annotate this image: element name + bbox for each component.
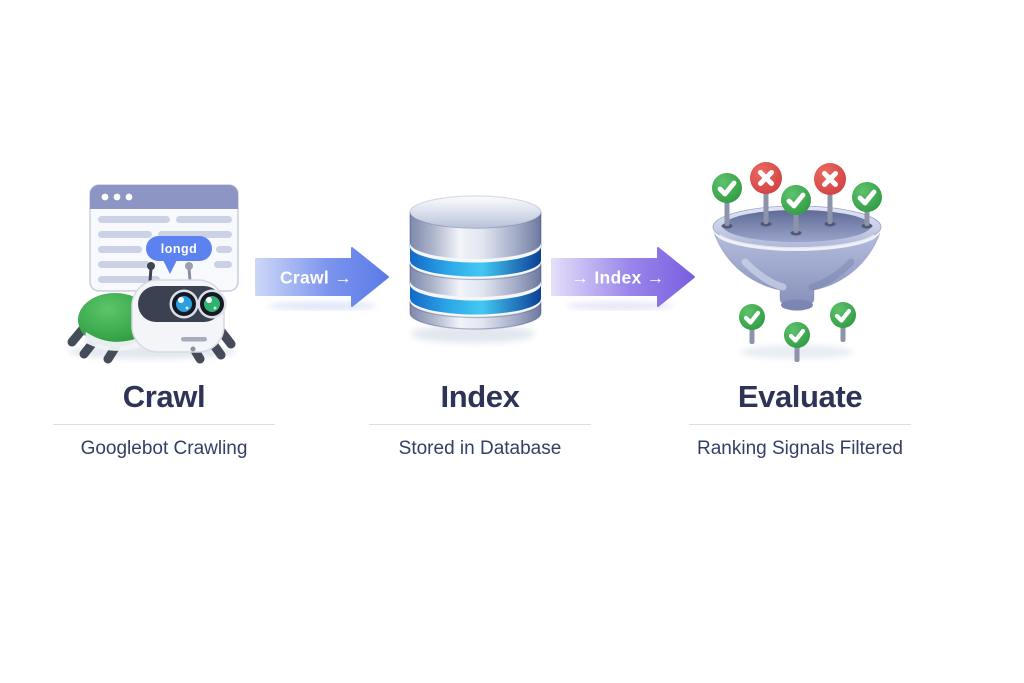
step-subtitle-crawl: Googlebot Crawling (80, 438, 248, 459)
divider-line (369, 424, 591, 425)
arrow-label: → Index → (571, 268, 664, 288)
antennae (147, 262, 193, 282)
speech-bubble-tail (162, 258, 178, 274)
step-title-evaluate: Evaluate (737, 379, 863, 414)
divider-line (53, 424, 275, 425)
db-ring-blue (410, 246, 541, 277)
speech-bubble-body (146, 236, 212, 261)
step-title-index: Index (440, 379, 520, 414)
funnel-icon (712, 205, 882, 311)
db-top-lid (409, 195, 542, 229)
funnel-shade-streak (808, 258, 855, 291)
step-evaluate-label: Evaluate Ranking Signals Filtered (670, 378, 930, 461)
index-arrow: → Index → (551, 247, 695, 311)
database-icon (409, 195, 542, 330)
check-pin-icon (781, 185, 811, 215)
window-control-dots (101, 193, 133, 201)
arrow-label: Crawl → (280, 268, 352, 288)
x-pin-icon (750, 162, 782, 194)
funnel-lip-highlight (717, 234, 877, 252)
spider-body-stripe (84, 332, 138, 351)
step-subtitle-index: Stored in Database (398, 438, 562, 459)
arrow-shadow (268, 301, 376, 311)
index-illustration (409, 195, 542, 343)
divider-line (689, 424, 911, 425)
browser-title-bar (90, 185, 238, 209)
db-ring-blue (410, 284, 541, 315)
pin-stems-top (724, 190, 870, 233)
step-subtitle-evaluate: Ranking Signals Filtered (697, 438, 903, 459)
speech-bubble-text: longd (161, 242, 198, 256)
robot-eye-right (197, 289, 227, 319)
arrow-shape (551, 247, 695, 307)
crawl-illustration: longd (67, 184, 239, 364)
step-crawl-label: Crawl Googlebot Crawling (34, 378, 294, 461)
check-pin-icon (739, 304, 765, 330)
robot-eye-left (169, 289, 199, 319)
step-title-crawl: Crawl (122, 379, 206, 414)
filtered-check-pins (739, 302, 856, 362)
x-pin-icon (814, 163, 846, 195)
check-pin-icon (712, 173, 742, 203)
db-segment-bottom (409, 301, 542, 330)
evaluate-illustration (712, 162, 882, 362)
speech-bubble: longd (146, 236, 212, 274)
funnel-highlight-streak (741, 258, 787, 291)
check-pin-icon (852, 182, 882, 212)
step-index-label: Index Stored in Database (350, 378, 610, 461)
robot-chin-dot (190, 346, 196, 352)
check-pin-icon (784, 322, 810, 348)
crawl-arrow: Crawl → (255, 247, 389, 311)
robot-mouth (181, 337, 207, 342)
funnel-stem-bottom (781, 299, 813, 311)
googlebot-spider-icon (67, 262, 236, 364)
database-shadow (411, 325, 535, 343)
arrow-shape (255, 247, 389, 307)
arrow-shadow (566, 301, 674, 311)
check-pin-icon (830, 302, 856, 328)
